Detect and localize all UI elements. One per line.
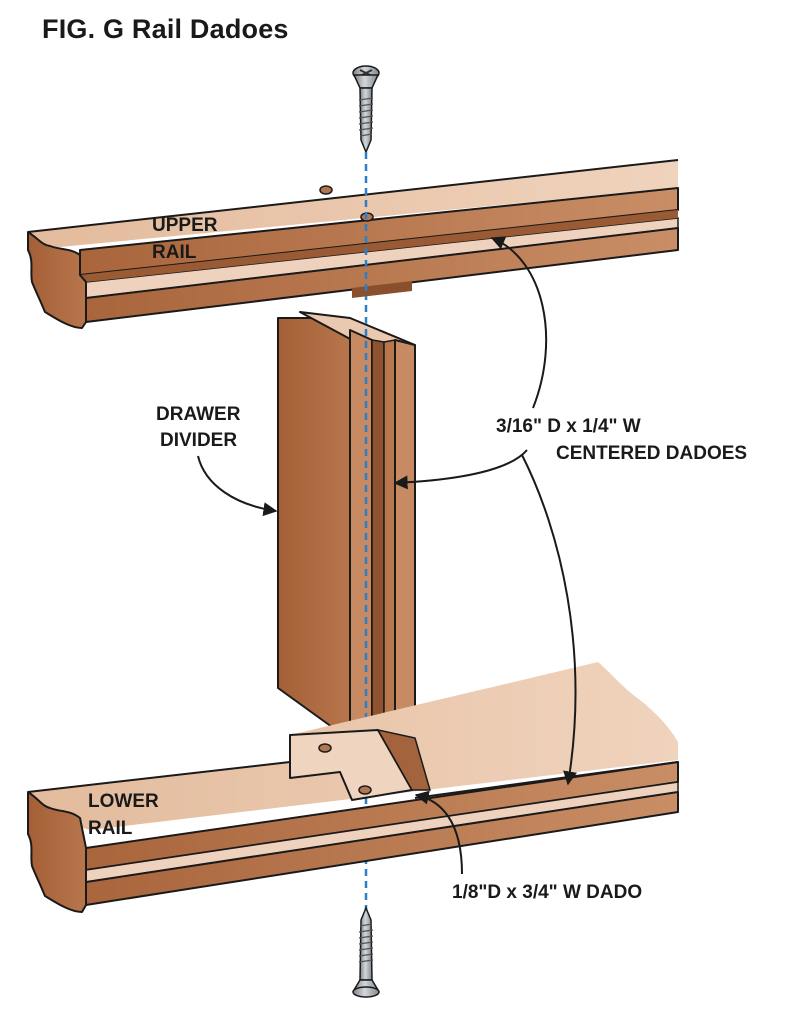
- leader-divider-dado: [393, 449, 528, 490]
- bottom-screw-icon: [352, 906, 380, 998]
- label-divider-1: DRAWER: [156, 404, 241, 425]
- label-lower-rail-2: RAIL: [88, 818, 133, 839]
- label-lower-rail-1: LOWER: [88, 791, 159, 812]
- label-upper-rail-2: RAIL: [152, 242, 197, 263]
- figure-title: FIG. G Rail Dadoes: [42, 14, 289, 44]
- leader-divider: [197, 455, 278, 517]
- label-dado: 1/8"D x 3/4" W DADO: [452, 882, 642, 903]
- drawer-divider: [277, 311, 416, 741]
- label-dadoes-1: 3/16" D x 1/4" W: [496, 416, 641, 437]
- label-dadoes-2: CENTERED DADOES: [556, 443, 747, 464]
- leader-lower-dado: [521, 454, 577, 786]
- leader-upper-dado: [490, 236, 548, 409]
- leader-bottom-dado: [414, 790, 463, 875]
- lower-rail: [27, 662, 679, 913]
- label-upper-rail-1: UPPER: [152, 215, 218, 236]
- upper-rail: [27, 159, 679, 329]
- label-divider-2: DIVIDER: [160, 430, 237, 451]
- top-screw-icon: [352, 65, 380, 154]
